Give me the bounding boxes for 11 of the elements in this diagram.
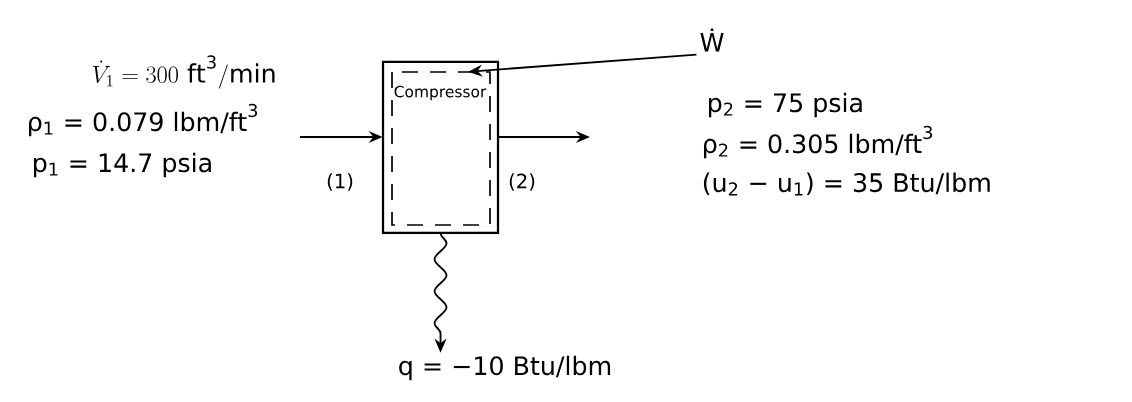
property-label: p$_{2}$ = 75 psia — [709, 92, 862, 118]
heat-label: q = −10 Btu/lbm — [399, 355, 611, 381]
compressor-box: Compressor — [381, 60, 500, 235]
symbol-label: Ẇ — [700, 28, 724, 52]
property-label: (u$_{2}$ − u$_{1}$) = 35 Btu/lbm — [703, 172, 990, 196]
property-label: ρ$_{1}$ = 0.079 lbm/ft$^{3}$ — [29, 103, 257, 137]
station-label: (1) — [324, 171, 356, 193]
property-label: ρ$_{2}$ = 0.305 lbm/ft$^{3}$ — [704, 125, 932, 159]
property-label: $\dot{V}_{1} = 300\ \mathrm{ft^{3}/min}$ — [93, 55, 275, 89]
property-label: p$_{1}$ = 14.7 psia — [34, 152, 211, 178]
station-label: (2) — [506, 171, 538, 193]
